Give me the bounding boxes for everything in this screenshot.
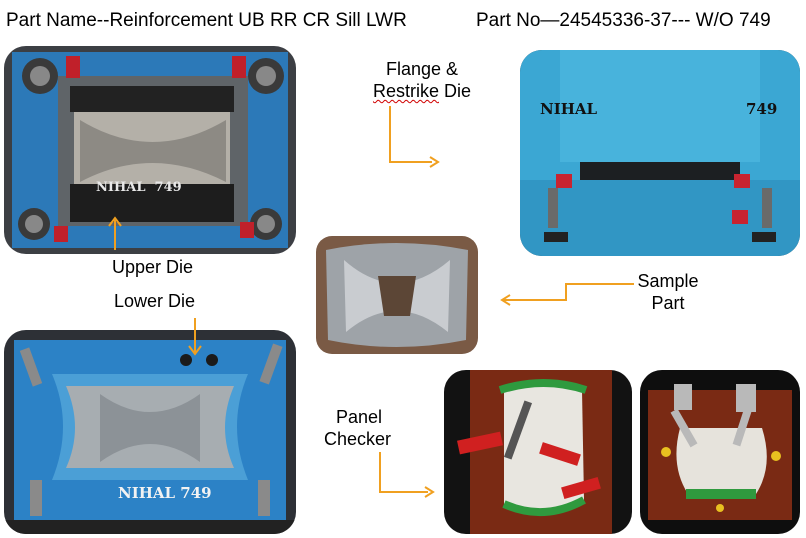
- restrike-number-stamp: 749: [746, 100, 778, 118]
- restrike-die-photo: NIHAL 749: [520, 50, 800, 256]
- flange-label-line2: Restrike Die: [372, 80, 472, 102]
- restrike-word: Restrike: [372, 81, 439, 101]
- upper-die-photo: NIHAL 749: [4, 46, 296, 254]
- flange-restrike-label: Flange & Restrike Die: [372, 58, 472, 102]
- flange-label-line1: Flange &: [385, 59, 459, 79]
- arrow-to-panel-checker: [379, 452, 435, 498]
- upper-die-stamp: NIHAL 749: [96, 180, 182, 195]
- lower-die-label: Lower Die: [114, 291, 196, 311]
- die-word: Die: [439, 81, 472, 101]
- panel-checker-photo-front: [444, 370, 632, 534]
- panel-checker-label: Panel Checker: [324, 406, 391, 450]
- sample-part-label: Sample Part: [626, 270, 710, 314]
- panel-checker-photo-side: [640, 370, 800, 534]
- lower-die-stamp: NIHAL 749: [118, 484, 212, 502]
- part-name-title: Part Name--Reinforcement UB RR CR Sill L…: [6, 10, 407, 31]
- panel-label-line2: Checker: [324, 429, 392, 449]
- part-number-title: Part No—24545336-37--- W/O 749: [476, 10, 771, 31]
- lower-die-photo: NIHAL 749: [4, 330, 296, 534]
- sample-label-line2: Part: [651, 293, 685, 313]
- arrow-to-lower-die: [188, 318, 202, 356]
- upper-die-label: Upper Die: [112, 257, 194, 277]
- arrow-to-restrike-die: [389, 106, 440, 168]
- arrow-to-sample-part: [500, 283, 634, 306]
- panel-label-line1: Panel: [336, 407, 383, 427]
- arrow-to-upper-die: [108, 216, 122, 250]
- sample-part-photo: [316, 236, 478, 354]
- restrike-brand-stamp: NIHAL: [540, 100, 598, 118]
- sample-label-line1: Sample: [637, 271, 699, 291]
